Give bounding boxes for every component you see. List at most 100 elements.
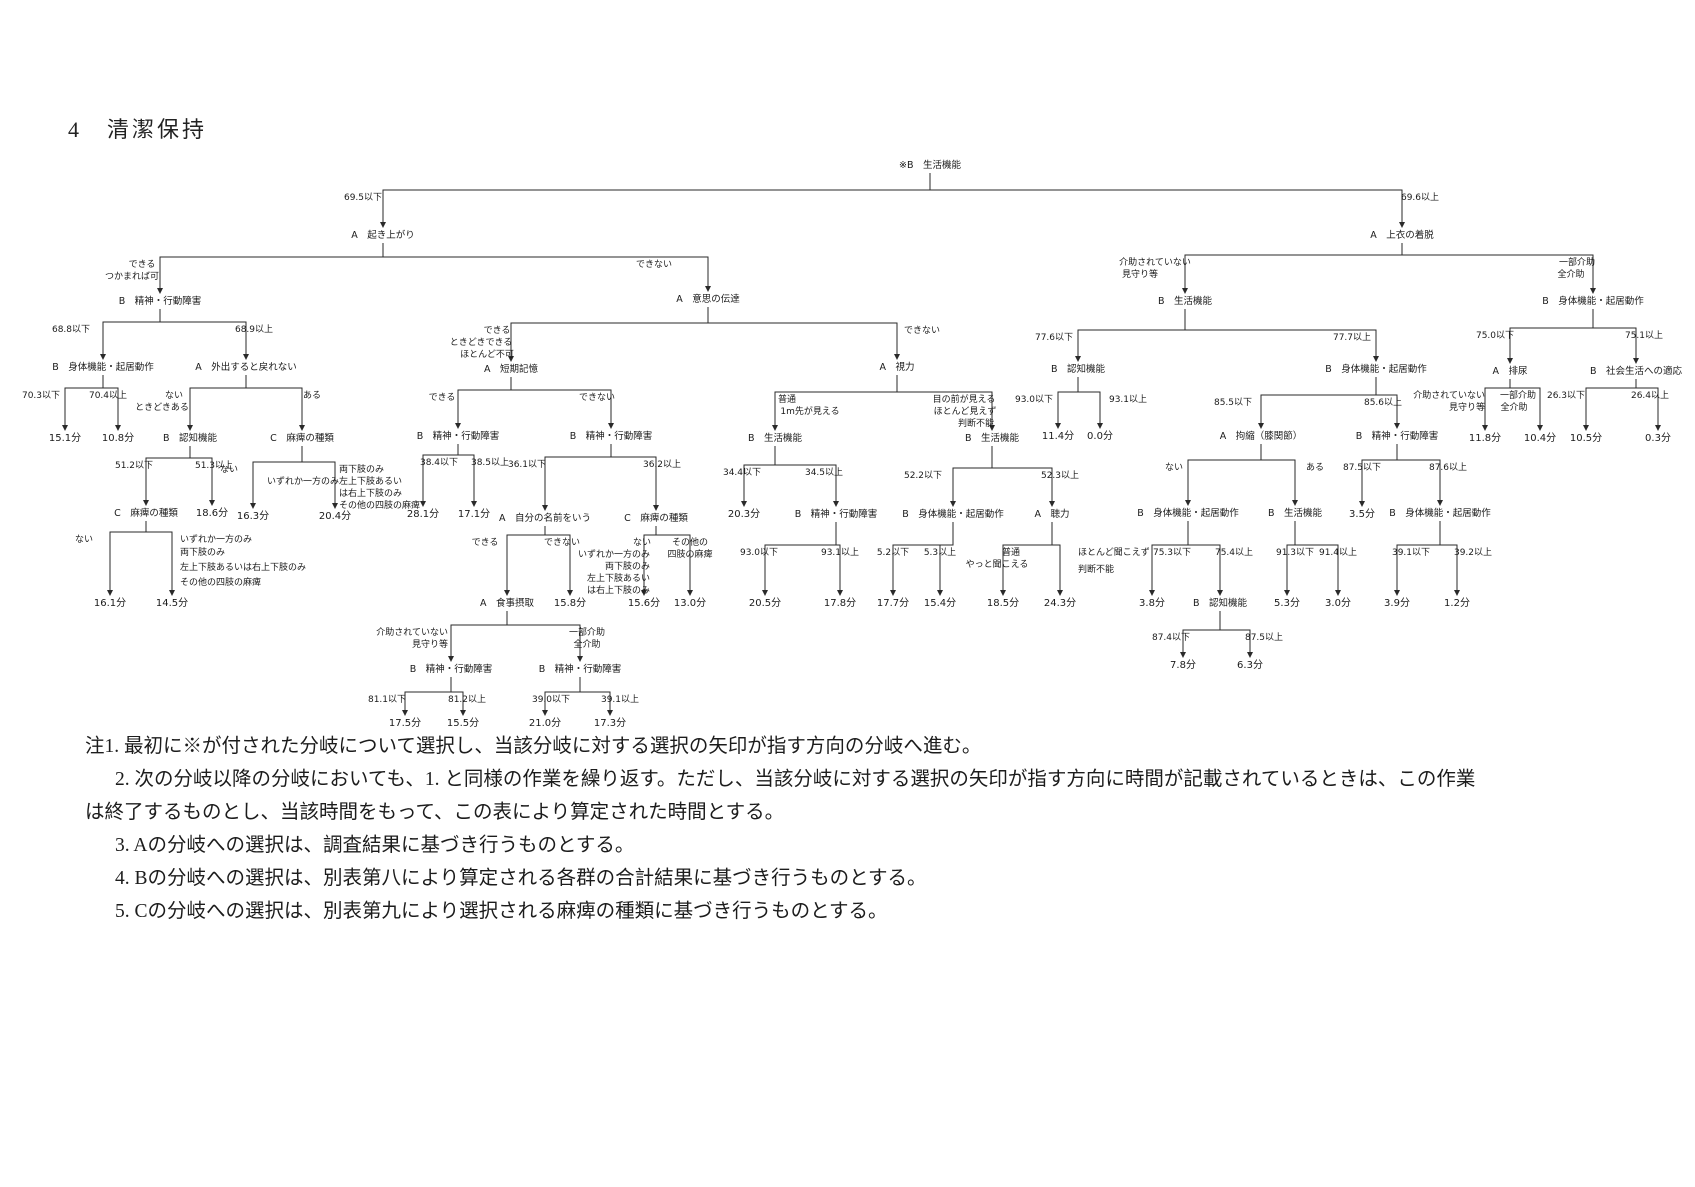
arrowhead [1217, 590, 1223, 596]
arrowhead [1394, 423, 1400, 429]
connector-line [1077, 309, 1186, 358]
tree-leaf-time: 17.8分 [823, 598, 857, 609]
branch-label: ない [1164, 463, 1184, 473]
connector-line [774, 446, 837, 503]
arrowhead [989, 425, 995, 431]
connector-line [1260, 377, 1377, 425]
arrowhead [332, 503, 338, 509]
arrowhead [577, 656, 583, 662]
branch-label: できない [635, 260, 673, 270]
branch-label: 両下肢のみ [339, 465, 385, 475]
arrowhead [542, 505, 548, 511]
branch-label: いずれか一方のみ [267, 477, 340, 487]
arrowhead [894, 354, 900, 360]
branch-label: 一部介助 [1499, 391, 1537, 401]
arrowhead [1258, 423, 1264, 429]
branch-label: 1m先が見える [780, 407, 840, 417]
branch-label: 目の前が見える [932, 395, 996, 405]
arrowhead [143, 500, 149, 506]
tree-node: B 生活機能 [1267, 508, 1323, 519]
tree-node: B 身体機能・起居動作 [1137, 508, 1239, 519]
tree-node: B 生活機能 [1157, 296, 1213, 307]
branch-label: 93.0以下 [1014, 395, 1054, 405]
arrowhead [504, 590, 510, 596]
branch-label: 77.6以下 [1034, 333, 1074, 343]
branch-label: 普通 [777, 395, 797, 405]
tree-node: A 意思の伝達 [676, 294, 740, 305]
tree-leaf-time: 3.5分 [1349, 509, 1375, 520]
tree-leaf-time: 15.4分 [923, 598, 957, 609]
tree-leaf-time: 18.6分 [195, 508, 229, 519]
arrowhead [1182, 288, 1188, 294]
branch-label: 左上下肢あるい [339, 477, 403, 487]
tree-node: A 起き上がり [351, 230, 415, 241]
arrowhead [762, 590, 768, 596]
tree-node: B 精神・行動障害 [569, 431, 653, 442]
branch-label: 36.1以下 [507, 460, 547, 470]
arrowhead [1075, 356, 1081, 362]
connector-line [1051, 522, 1061, 592]
arrowhead [1292, 500, 1298, 506]
tree-leaf-time: 20.4分 [318, 511, 352, 522]
connector-line [1509, 309, 1594, 360]
tree-leaf-time: 17.5分 [388, 718, 422, 729]
tree-node: A 排尿 [1492, 366, 1528, 377]
branch-label: ときどきある [135, 403, 189, 413]
tree-leaf-time: 3.9分 [1384, 598, 1410, 609]
branch-label: 91.4以上 [1318, 548, 1358, 558]
arrowhead [169, 590, 175, 596]
tree-leaf-time: 15.8分 [553, 598, 587, 609]
arrowhead [705, 286, 711, 292]
branch-label: 93.0以下 [739, 548, 779, 558]
branch-label: ない [74, 535, 94, 545]
branch-label: ときどきできる [449, 338, 513, 348]
note-line: 3. Aの分岐への選択は、調査結果に基づき行うものとする。 [115, 835, 635, 856]
arrowhead [1394, 590, 1400, 596]
arrowhead [1049, 501, 1055, 507]
connector-line [1361, 444, 1398, 503]
connector-line [1375, 377, 1398, 425]
connector-line [1184, 243, 1403, 290]
connector-line [457, 377, 512, 425]
branch-label: 77.7以上 [1332, 333, 1372, 343]
branch-label: いずれか一方のみ [577, 550, 650, 560]
connector-line [1184, 309, 1377, 358]
tree-leaf-time: 20.3分 [727, 509, 761, 520]
tree-node: C 麻痺の種類 [270, 433, 334, 444]
tree-leaf-time: 15.5分 [446, 718, 480, 729]
arrowhead [641, 590, 647, 596]
arrowhead [1454, 590, 1460, 596]
branch-label: 85.6以上 [1363, 398, 1403, 408]
connector-line [544, 444, 612, 507]
tree-leaf-time: 3.0分 [1325, 598, 1351, 609]
arrowhead [1185, 500, 1191, 506]
arrowhead [542, 710, 548, 716]
note-line: 注1. 最初に※が付された分岐について選択し、当該分岐に対する選択の矢印が指す方… [85, 736, 982, 757]
branch-label: 5.2以下 [876, 548, 910, 558]
connector-line [510, 377, 612, 425]
note-line: 2. 次の分岐以降の分岐においても、1. と同様の作業を繰り返す。ただし、当該分… [115, 769, 1476, 790]
branch-label: 普通 [1001, 548, 1021, 558]
arrowhead [1583, 425, 1589, 431]
arrowhead [420, 501, 426, 507]
branch-label: 見守り等 [411, 640, 448, 650]
arrowhead [1284, 590, 1290, 596]
connector-line [382, 173, 931, 224]
tree-leaf-time: 20.5分 [748, 598, 782, 609]
branch-label: 全介助 [1500, 403, 1528, 413]
tree-node: A 外出すると戻れない [195, 362, 297, 373]
arrowhead [1180, 652, 1186, 658]
connector-line [457, 444, 475, 503]
branch-label: 75.4以上 [1214, 548, 1254, 558]
branch-label: 34.4以下 [722, 468, 762, 478]
branch-label: 34.5以上 [804, 468, 844, 478]
connector-line [1057, 377, 1079, 425]
arrowhead [402, 710, 408, 716]
branch-label: 81.1以下 [367, 695, 407, 705]
arrowhead [1482, 425, 1488, 431]
branch-label: 87.5以下 [1342, 463, 1382, 473]
connector-line [1592, 309, 1637, 360]
branch-label: その他の [671, 538, 709, 548]
tree-node: A 視力 [879, 362, 915, 373]
connector-line [404, 677, 452, 712]
